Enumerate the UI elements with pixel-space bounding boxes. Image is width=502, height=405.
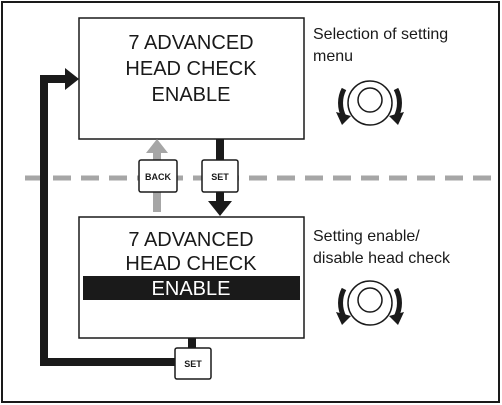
upper-note-line-1: Selection of setting <box>313 26 448 43</box>
rotary-dial-icon[interactable] <box>336 80 404 126</box>
lower-note-line-2: disable head check <box>313 250 451 267</box>
set-button-bottom-label: SET <box>184 359 202 369</box>
upper-note-line-2: menu <box>313 48 353 65</box>
set-button-middle[interactable] <box>201 159 239 193</box>
set-button-middle-label: SET <box>211 172 229 182</box>
loop-back-arrow-head <box>65 68 79 90</box>
lower-screen-line-1: 7 ADVANCED <box>128 229 253 251</box>
lower-screen-to-set-link <box>188 338 196 352</box>
back-button[interactable] <box>138 159 178 193</box>
lower-screen-highlight <box>83 276 300 300</box>
rotary-dial-icon[interactable] <box>336 280 404 326</box>
back-button-label: BACK <box>145 172 171 182</box>
upper-screen <box>78 17 305 140</box>
upper-screen-line-1: 7 ADVANCED <box>128 32 253 54</box>
set-arrow-head <box>208 201 232 216</box>
upper-screen-line-3: ENABLE <box>152 84 231 106</box>
lower-screen-highlighted-line: ENABLE <box>152 278 231 300</box>
set-button-bottom[interactable] <box>174 347 212 380</box>
loop-back-path <box>40 75 189 366</box>
lower-screen-line-2: HEAD CHECK <box>125 253 257 275</box>
back-arrow-head <box>146 139 168 153</box>
lower-note-line-1: Setting enable/ <box>313 228 420 245</box>
upper-screen-line-2: HEAD CHECK <box>125 58 257 80</box>
